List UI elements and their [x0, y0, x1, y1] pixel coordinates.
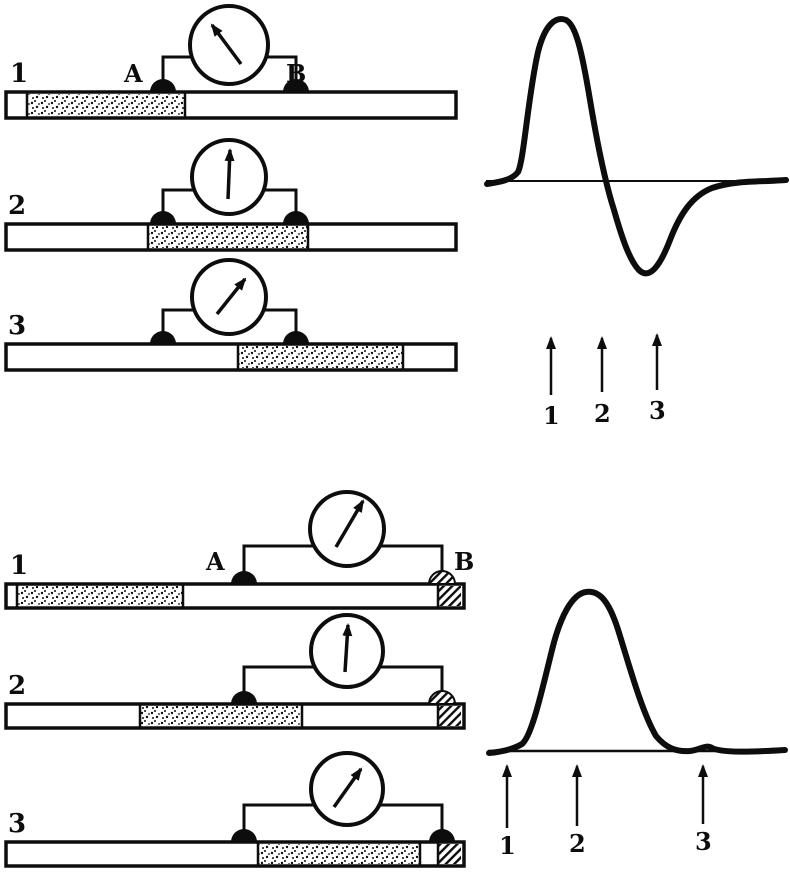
excited-region — [27, 94, 185, 116]
top-row-2-label: 2 — [8, 191, 26, 221]
electrode-a — [150, 211, 176, 224]
top-row-1-label: 1 — [10, 59, 28, 89]
electrode-a — [231, 691, 257, 704]
electrode-b — [283, 211, 309, 224]
needle-deflected-left — [210, 23, 243, 66]
biphasic-wave — [484, 16, 789, 277]
marker-label-1: 1 — [543, 401, 560, 430]
bottom-row-3-label: 3 — [8, 809, 26, 839]
marker-label-2: 2 — [594, 399, 611, 428]
wire-left — [242, 544, 314, 583]
top-row-2: 2 — [4, 138, 458, 252]
marker-label-3: 3 — [695, 827, 712, 856]
monophasic-wave — [486, 588, 788, 756]
injured-region — [438, 706, 461, 726]
top-panel: 1 A B 2 — [4, 4, 789, 430]
bottom-panel: 1 A B 2 — [4, 490, 788, 868]
injured-region — [438, 844, 461, 864]
marker-label-1: 1 — [499, 831, 516, 860]
electrode-b-label: B — [454, 547, 474, 576]
electrode-a-label: A — [205, 547, 225, 576]
monophasic-trace: 1 2 3 — [486, 588, 788, 860]
top-row-3-label: 3 — [8, 311, 26, 341]
excited-region — [148, 226, 308, 248]
excited-region — [238, 346, 403, 368]
electrode-a — [231, 829, 257, 842]
electrode-a — [231, 571, 257, 584]
marker-label-3: 3 — [649, 396, 666, 425]
needle-neutral — [224, 148, 235, 200]
electrode-b-injured — [427, 690, 457, 705]
needle-neutral — [342, 623, 353, 673]
electrode-a — [150, 79, 176, 92]
electrode-a-label: A — [123, 59, 143, 88]
needle-deflected-right — [215, 277, 247, 316]
bottom-row-3: 3 — [4, 751, 466, 868]
excited-region — [17, 586, 183, 606]
top-row-1: 1 A B — [4, 4, 458, 120]
bottom-row-1-label: 1 — [10, 551, 28, 581]
top-row-3: 3 — [4, 258, 458, 372]
electrode-b — [429, 829, 455, 842]
needle-deflected-right — [332, 767, 363, 809]
electrode-b — [283, 79, 309, 92]
biphasic-trace: 1 2 3 — [484, 16, 789, 430]
bottom-row-2-label: 2 — [8, 671, 26, 701]
bottom-row-1: 1 A B — [4, 490, 474, 610]
excited-region — [140, 706, 302, 726]
marker-label-2: 2 — [569, 829, 586, 858]
excited-region — [258, 844, 420, 864]
bottom-row-2: 2 — [4, 613, 466, 730]
electrode-b — [283, 331, 309, 344]
injured-region — [438, 586, 461, 606]
electrode-a — [150, 331, 176, 344]
electrode-b-injured — [427, 570, 457, 585]
needle-deflected-right — [334, 499, 365, 548]
